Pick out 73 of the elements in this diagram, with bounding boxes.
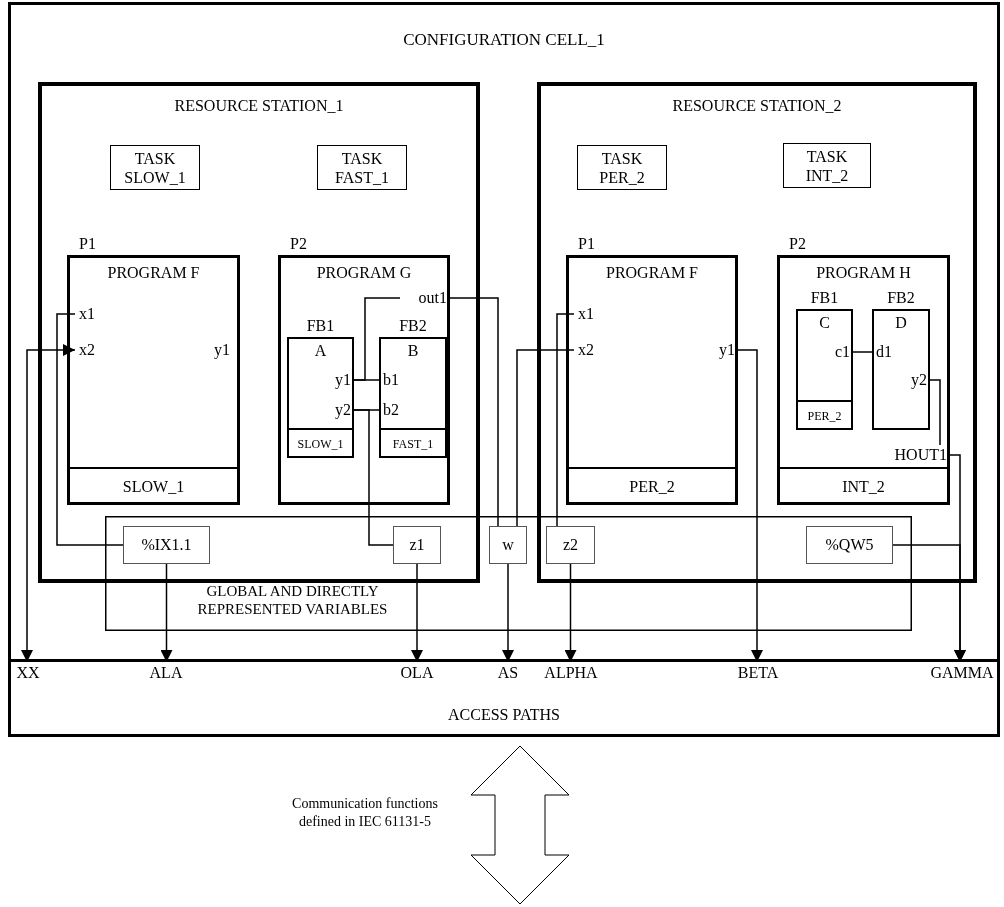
resource-box (537, 82, 977, 583)
configuration-box (8, 2, 1000, 737)
box-title: PROGRAM F (106, 263, 201, 283)
variable-box: %IX1.1 (123, 526, 210, 564)
arrow-caption: Communication functions defined in IEC 61131-5 (291, 795, 439, 831)
connector-line (929, 379, 941, 446)
access-path-label: ALA (140, 662, 192, 684)
variable-box: %QW5 (806, 526, 893, 564)
port-label: b2 (379, 400, 415, 420)
block-type-label: C (818, 313, 831, 333)
box-title: PROGRAM F (605, 263, 699, 283)
program-instance-label: P2 (789, 234, 806, 254)
box-title: RESOURCE STATION_1 (173, 96, 345, 116)
port-label: x2 (574, 340, 604, 360)
box-title: GLOBAL AND DIRECTLY REPRESENTED VARIABLES (196, 582, 389, 618)
block-instance-label: FB1 (305, 316, 336, 336)
double-arrow (470, 745, 570, 905)
connector-line (353, 409, 394, 546)
task-box: TASK SLOW_1 (110, 145, 200, 190)
box-title: CONFIGURATION CELL_1 (402, 30, 606, 50)
port-label: x2 (75, 340, 105, 360)
block-instance-label: FB2 (886, 288, 916, 308)
port-label: out1 (400, 288, 450, 308)
block-instance-label: FB2 (398, 316, 428, 336)
resource-box (38, 82, 480, 583)
block-type-label: B (406, 341, 420, 361)
box-title: RESOURCE STATION_2 (671, 96, 843, 116)
task-box: TASK INT_2 (783, 143, 871, 188)
box-title: PROGRAM G (315, 263, 413, 283)
variable-box: z2 (546, 526, 595, 564)
access-path-bus (8, 659, 1000, 662)
connector-line (353, 297, 401, 381)
port-label: y1 (700, 340, 738, 360)
task-footer: SLOW_1 (67, 467, 240, 505)
access-path-label: XX (12, 662, 44, 684)
port-label: d1 (872, 342, 902, 362)
task-footer: PER_2 (566, 467, 738, 505)
access-path-label: AS (494, 662, 522, 684)
port-label: y1 (318, 370, 354, 390)
variable-box: w (489, 526, 527, 564)
port-label: HOUT1 (880, 445, 950, 465)
task-box: TASK PER_2 (577, 145, 667, 190)
connector-line (56, 313, 124, 546)
global-variables-box (105, 516, 912, 631)
block-type-label: A (313, 341, 328, 361)
port-label: x1 (75, 304, 105, 324)
connector-line (852, 351, 873, 353)
connector-line (449, 297, 499, 527)
connector-line (556, 313, 575, 527)
connector-line (516, 349, 575, 527)
task-footer: INT_2 (777, 467, 950, 505)
task-footer: FAST_1 (379, 428, 447, 458)
block-instance-label: FB1 (809, 288, 840, 308)
access-path-label: OLA (395, 662, 439, 684)
block-type-label: D (894, 313, 908, 333)
variable-box: z1 (393, 526, 441, 564)
box-title: PROGRAM H (815, 263, 912, 283)
access-path-label: ALPHA (540, 662, 602, 684)
task-footer: SLOW_1 (287, 428, 354, 458)
program-instance-label: P1 (578, 234, 595, 254)
port-label: y2 (318, 400, 354, 420)
port-label: c1 (817, 342, 853, 362)
port-label: b1 (379, 370, 415, 390)
port-label: y1 (213, 340, 230, 360)
port-label: x1 (574, 304, 604, 324)
program-instance-label: P2 (290, 234, 307, 254)
task-box: TASK FAST_1 (317, 145, 407, 190)
task-footer: PER_2 (796, 400, 853, 430)
box-title: ACCESS PATHS (447, 705, 561, 725)
program-instance-label: P1 (79, 234, 96, 254)
port-label: y2 (900, 370, 930, 390)
access-path-label: BETA (735, 662, 781, 684)
access-path-label: GAMMA (928, 662, 996, 684)
